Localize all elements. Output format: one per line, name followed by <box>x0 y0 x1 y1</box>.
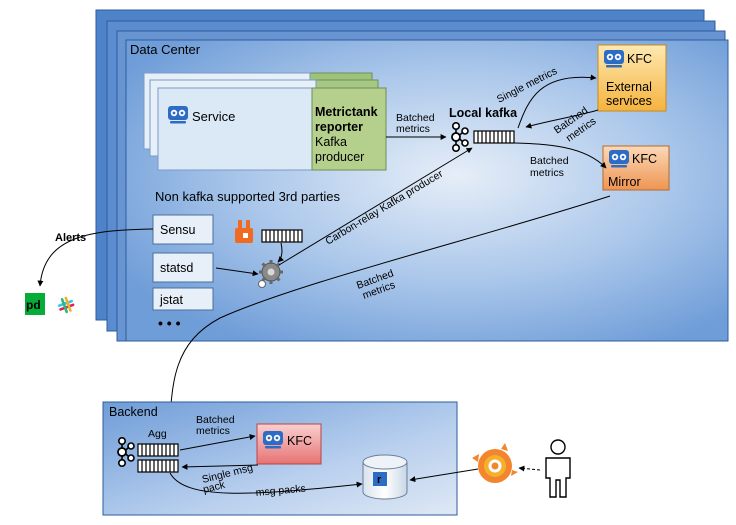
alerts-label: Alerts <box>55 232 86 244</box>
batched-metrics-label: Batched <box>396 112 435 124</box>
kfc-external-line2: services <box>606 94 652 108</box>
pagerduty-icon <box>25 293 45 315</box>
agg-queue-2 <box>137 459 179 473</box>
database-logo-letter: r <box>377 474 382 486</box>
single-metrics-arrow <box>517 74 597 129</box>
grafana-to-db-arrow <box>409 468 479 483</box>
source-jstat-label: jstat <box>159 293 183 307</box>
backend-kfc-badge: KFC <box>287 434 312 448</box>
more-sources-ellipsis: • • • <box>158 315 181 331</box>
statsd-to-relay-arrow <box>215 267 259 277</box>
kfc-mirror-badge: KFC <box>632 152 657 166</box>
reporter-line3: Kafka <box>315 135 347 149</box>
reporter-card <box>311 87 387 171</box>
kfc-to-agg-arrow <box>181 463 259 470</box>
data-center-title: Data Center <box>130 42 201 57</box>
user-to-grafana-arrow <box>518 465 541 472</box>
mirror-to-backend-arrow <box>167 195 611 441</box>
service-label: Service <box>192 109 235 124</box>
alerts-arrow <box>37 228 154 287</box>
queue-to-relay-arrow <box>277 242 284 263</box>
agg-queue-1 <box>137 443 179 457</box>
agg-to-kfc-arrow <box>179 434 256 451</box>
reporter-line1: Metrictank <box>315 105 378 119</box>
msg-packs-label: msg packs <box>255 483 306 499</box>
source-sensu-label: Sensu <box>160 223 195 237</box>
source-jstat <box>152 287 214 311</box>
agg-to-db-arrow <box>169 472 363 494</box>
backend-batched-label-2: metrics <box>196 425 230 437</box>
backend-batched-label: Batched <box>196 414 235 426</box>
rabbitmq-queue <box>261 229 303 243</box>
pagerduty-logo-text: pd <box>26 298 41 312</box>
slack-icon <box>57 296 75 314</box>
local-kafka-queue <box>473 130 515 144</box>
kafka-to-mirror-arrow <box>513 142 607 169</box>
local-kafka-title: Local kafka <box>449 106 518 120</box>
carbon-relay-gear-icon <box>259 260 283 284</box>
agg-label: Agg <box>148 428 167 440</box>
source-sensu <box>152 214 214 245</box>
third-parties-title: Non kafka supported 3rd parties <box>155 189 340 204</box>
kfc-external-badge: KFC <box>627 52 652 66</box>
reporter-line4: producer <box>315 150 364 164</box>
batched-metrics-mirror-label-2: metrics <box>530 167 564 179</box>
database-icon <box>362 454 408 500</box>
source-statsd-label: statsd <box>160 261 193 275</box>
rabbitmq-icon <box>235 220 253 243</box>
user-icon <box>545 439 571 498</box>
service-stack <box>143 72 387 171</box>
gear-small-icon <box>258 280 266 288</box>
relay-to-kafka-arrow <box>278 147 473 266</box>
kfc-external-line1: External <box>606 80 652 94</box>
source-statsd <box>152 252 214 283</box>
backend-title: Backend <box>109 405 158 419</box>
grafana-icon <box>472 443 518 483</box>
external-to-kafka-arrow <box>525 109 599 129</box>
batched-metrics-label-2: metrics <box>396 123 430 135</box>
kfc-mirror-line1: Mirror <box>608 175 641 189</box>
batched-metrics-mirror-label: Batched <box>530 155 569 167</box>
reporter-line2: reporter <box>315 120 363 134</box>
service-card <box>157 87 323 171</box>
